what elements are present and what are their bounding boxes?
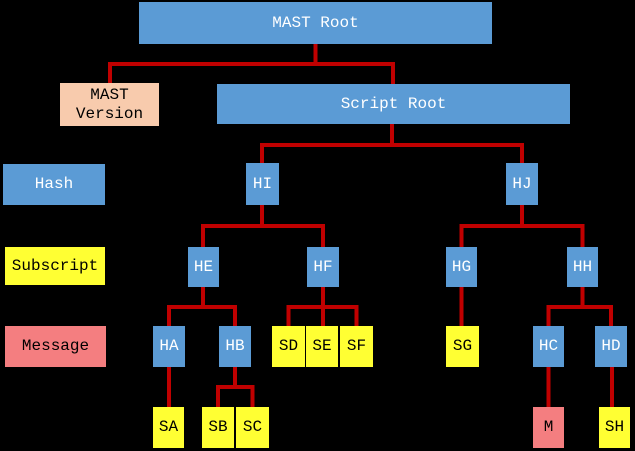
node-he: HE xyxy=(188,247,219,287)
node-ha: HA xyxy=(153,326,185,367)
node-mast-version: MAST Version xyxy=(60,83,159,126)
edge-scriptroot-children xyxy=(260,143,524,165)
node-sd: SD xyxy=(272,326,305,367)
edge-hb-children xyxy=(216,385,255,409)
connectors xyxy=(108,44,614,409)
node-hb: HB xyxy=(219,326,251,367)
legend-subscript: Subscript xyxy=(5,247,105,285)
node-sh: SH xyxy=(599,407,630,448)
node-hf: HF xyxy=(307,247,339,287)
edge-he-children xyxy=(167,305,237,328)
edge-hi-children xyxy=(201,224,325,249)
edge-hj-children xyxy=(459,224,585,249)
node-sc: SC xyxy=(236,407,269,448)
node-sf: SF xyxy=(340,326,373,367)
legend-message: Message xyxy=(5,326,106,367)
edge-hf-children xyxy=(286,305,359,328)
node-mast-root: MAST Root xyxy=(139,2,492,44)
node-script-root: Script Root xyxy=(217,84,570,124)
node-sb: SB xyxy=(202,407,234,448)
edge-mastroot-children xyxy=(108,62,395,86)
node-hi: HI xyxy=(246,163,279,205)
node-sa: SA xyxy=(153,407,184,448)
node-hg: HG xyxy=(446,247,477,287)
node-hd: HD xyxy=(595,326,627,367)
legend-hash: Hash xyxy=(3,164,105,205)
node-se: SE xyxy=(306,326,338,367)
edge-hh-children xyxy=(546,305,613,328)
node-m: M xyxy=(533,407,564,448)
node-sg: SG xyxy=(446,326,479,367)
node-hj: HJ xyxy=(506,163,538,205)
node-hc: HC xyxy=(533,326,564,367)
node-hh: HH xyxy=(567,247,598,287)
